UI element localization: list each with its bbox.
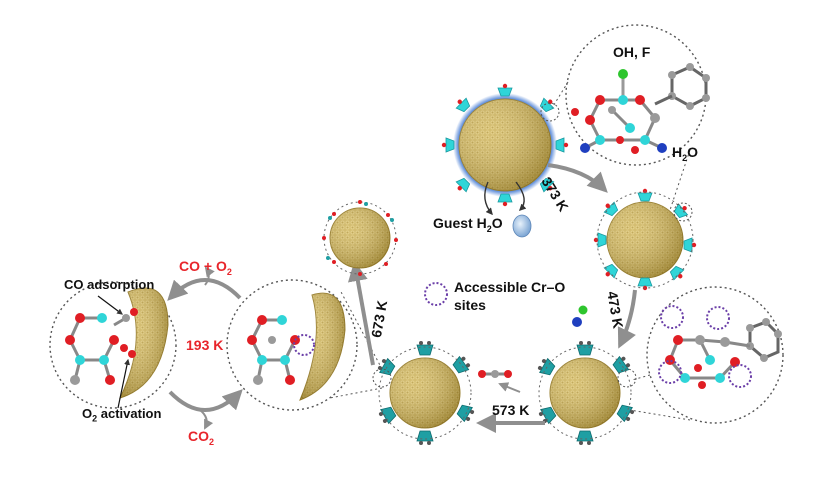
label-oh-f: OH, F [613, 44, 651, 60]
co2-out-arrow [199, 409, 214, 430]
released-f-icon [578, 305, 588, 315]
zoom-circle-co-oxidation [49, 281, 177, 409]
zoom-circle-hydrated-site [551, 24, 710, 211]
arrow-473 [617, 289, 637, 349]
guest-water-arrow-2 [515, 181, 527, 211]
label-accessible-line1: Accessible Cr–O [454, 279, 566, 295]
co-adsorption-pointer [97, 295, 123, 315]
activated-particle-right [535, 340, 637, 446]
label-193k: 193 K [186, 337, 224, 353]
label-co-adsorption: CO adsorption [64, 277, 155, 292]
released-co2-icon [478, 370, 512, 378]
cycle-arrow-top [167, 278, 242, 301]
accessible-site-legend-icon [424, 282, 448, 306]
activated-particle-center [372, 340, 477, 446]
label-co2: CO2 [188, 428, 215, 447]
cycle-arrow-bottom [168, 389, 243, 412]
co2-release-arrow [498, 382, 521, 393]
arrow-373 [547, 163, 608, 193]
water-droplet-icon [512, 214, 532, 238]
small-particle [322, 200, 398, 276]
label-accessible-line2: sites [454, 297, 486, 313]
dehydrated-particle [593, 188, 697, 291]
arrow-673 [347, 261, 375, 366]
label-guest-water: Guest H2O [433, 215, 503, 234]
label-co-plus-o2: CO + O2 [179, 258, 232, 277]
zoom-circle-accessible-sites [629, 286, 784, 424]
co-o2-in-arrow [204, 266, 215, 286]
label-h2o-site: H2O [672, 144, 699, 163]
hydrated-particle [441, 83, 569, 207]
guest-water-arrow [484, 181, 493, 216]
o2-activation-pointer [117, 358, 130, 409]
label-o2-activation: O2 activation [82, 406, 162, 424]
zoom-circle-pt-cap [226, 279, 358, 411]
released-water-icon [572, 317, 582, 327]
label-573k: 573 K [492, 402, 530, 418]
